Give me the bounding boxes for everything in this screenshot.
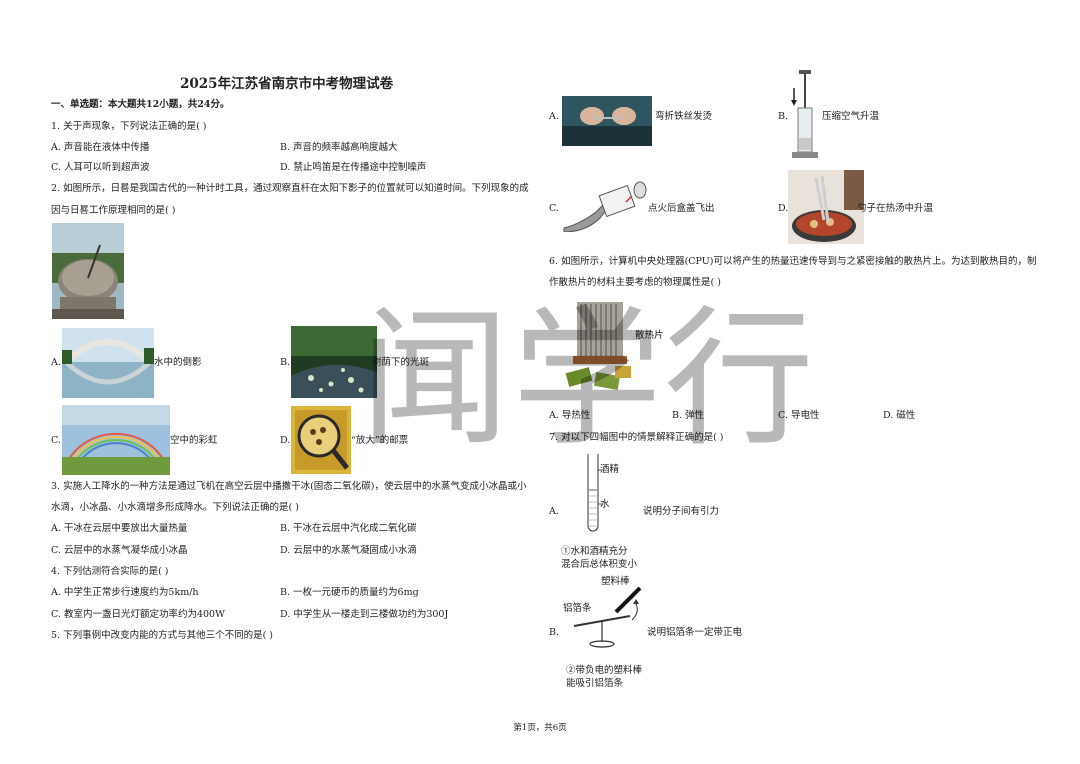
heatsink-label: 散热片 xyxy=(635,330,664,341)
tree-shade-photo xyxy=(291,326,377,398)
q3-option-a: A. 干冰在云层中要放出大量热量 xyxy=(51,523,188,534)
alcohol-label: 酒精 xyxy=(600,464,620,475)
q7-b-caption-line2: 能吸引铝箔条 xyxy=(566,678,624,689)
q4-option-b: B. 一枚一元硬币的质量约为6mg xyxy=(280,587,419,598)
exam-title: 2025年江苏省南京市中考物理试卷 xyxy=(180,76,394,92)
q3-option-b: B. 干冰在云层中汽化成二氧化碳 xyxy=(280,523,417,534)
q5-stem: 5. 下列事例中改变内能的方式与其他三个不同的是( ) xyxy=(51,630,274,641)
q7-option-b-text: 说明铝箔条一定带正电 xyxy=(647,627,743,638)
q2-option-c-letter: C. xyxy=(51,435,61,446)
q3-option-c: C. 云层中的水蒸气凝华成小冰晶 xyxy=(51,545,188,556)
q6-option-d: D. 磁性 xyxy=(883,410,916,421)
q1-option-a: A. 声音能在液体中传播 xyxy=(51,142,150,153)
q2-stem-line2: 因与日晷工作原理相同的是( ) xyxy=(51,205,176,216)
q5-option-b-letter: B. xyxy=(778,111,789,122)
q6-option-b: B. 弹性 xyxy=(672,410,705,421)
page-footer: 第1页，共6页 xyxy=(513,723,567,733)
q4-option-d: D. 中学生从一楼走到三楼做功约为300J xyxy=(280,609,449,620)
q4-stem: 4. 下列估测符合实际的是( ) xyxy=(51,566,169,577)
bridge-reflection-photo xyxy=(62,328,154,398)
q3-stem-line2: 水滴，小冰晶、小水滴增多形成降水。下列说法正确的是( ) xyxy=(51,502,299,513)
q2-option-b-text: 树荫下的光斑 xyxy=(372,357,430,368)
q7-a-caption-line1: ①水和酒精充分 xyxy=(561,546,628,557)
plastic-rod-label: 塑料棒 xyxy=(601,576,630,587)
q5-option-a-letter: A. xyxy=(549,111,559,122)
water-label: 水 xyxy=(600,499,610,510)
q1-option-c: C. 人耳可以听到超声波 xyxy=(51,162,150,173)
q5-option-d-letter: D. xyxy=(778,203,789,214)
rod-and-foil-diagram xyxy=(570,586,650,650)
q5-option-c-text: 点火后盒盖飞出 xyxy=(648,203,715,214)
q1-option-d: D. 禁止鸣笛是在传播途中控制噪声 xyxy=(280,162,427,173)
section-heading: 一、单选题：本大题共12小题，共24分。 xyxy=(51,99,230,110)
bending-wire-photo xyxy=(562,96,652,146)
ignition-box-device xyxy=(560,178,650,232)
q4-option-a: A. 中学生正常步行速度约为5km/h xyxy=(51,587,199,598)
spoon-in-soup-photo xyxy=(788,170,864,244)
sundial-photo xyxy=(52,223,124,319)
q7-option-a-letter: A. xyxy=(549,506,559,517)
q5-option-b-text: 压缩空气升温 xyxy=(822,111,880,122)
q1-option-b: B. 声音的频率越高响度越大 xyxy=(280,142,398,153)
q3-stem-line1: 3. 实施人工降水的一种方法是通过飞机在高空云层中播撒干冰(固态二氧化碳)，使云… xyxy=(51,481,527,492)
q2-option-b-letter: B. xyxy=(280,357,291,368)
q6-stem-line1: 6. 如图所示，计算机中央处理器(CPU)可以将产生的热量迅速传导到与之紧密接触… xyxy=(549,256,1037,267)
q5-option-c-letter: C. xyxy=(549,203,559,214)
q7-a-caption-line2: 混合后总体积变小 xyxy=(561,559,638,570)
q3-option-d: D. 云层中的水蒸气凝固成小水滴 xyxy=(280,545,417,556)
q6-option-c: C. 导电性 xyxy=(778,410,820,421)
q7-b-caption-line1: ②带负电的塑料棒 xyxy=(566,665,643,676)
q5-option-a-text: 弯折铁丝发烫 xyxy=(655,111,713,122)
q5-option-d-text: 勺子在热汤中升温 xyxy=(857,203,934,214)
q2-option-a-letter: A. xyxy=(51,357,61,368)
q2-option-d-text: “放大”的邮票 xyxy=(351,435,409,446)
q7-option-a-text: 说明分子间有引力 xyxy=(643,506,720,517)
q7-option-b-letter: B. xyxy=(549,627,560,638)
rainbow-photo xyxy=(62,405,170,475)
q2-stem-line1: 2. 如图所示，日晷是我国古代的一种计时工具，通过观察直杆在太阳下影子的位置就可… xyxy=(51,183,529,194)
q1-stem: 1. 关于声现象，下列说法正确的是( ) xyxy=(51,121,207,132)
q7-stem: 7. 对以下四幅图中的情景解释正确的是( ) xyxy=(549,432,724,443)
aluminum-foil-label: 铝箔条 xyxy=(563,603,592,614)
test-tube-diagram xyxy=(583,452,603,536)
cpu-heatsink-photo xyxy=(565,296,635,392)
q2-option-c-text: 空中的彩虹 xyxy=(170,435,218,446)
air-compression-device xyxy=(788,68,822,162)
watermark: 闻学行 xyxy=(360,293,817,467)
q6-option-a: A. 导热性 xyxy=(549,410,591,421)
q6-stem-line2: 作散热片的材料主要考虑的物理属性是( ) xyxy=(549,277,721,288)
q2-option-a-text: 水中的倒影 xyxy=(154,357,202,368)
q2-option-d-letter: D. xyxy=(280,435,291,446)
q4-option-c: C. 教室内一盏日光灯额定功率约为400W xyxy=(51,609,225,620)
magnified-stamp-photo xyxy=(291,406,351,474)
